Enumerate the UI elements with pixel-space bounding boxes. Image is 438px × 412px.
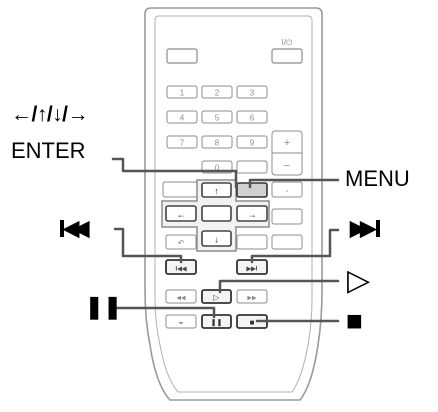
number-label: 0 [215, 164, 220, 173]
number-key-2[interactable] [201, 85, 233, 99]
rewind-icon: ◀◀ [176, 296, 186, 302]
right-arrow-button[interactable] [236, 205, 268, 222]
arrow-keys-label: ←/↑/↓/→ [11, 103, 89, 126]
number-key-1[interactable] [166, 85, 198, 99]
pause-icon: ❚❚ [211, 319, 223, 327]
play-button[interactable] [201, 289, 232, 304]
transport-keys: I◀◀ ▶▶I ◀◀ ▷ ▶▶ ▪▸ ❚❚ ■ [165, 259, 268, 329]
return-icon: ↶ [178, 239, 185, 248]
navigation-cluster: ▫ ↑ ← → ↓ ↶ [161, 179, 303, 252]
number-label: 5 [215, 114, 220, 123]
rewind-button[interactable] [165, 289, 197, 304]
next-arrows: ▶▶ [350, 217, 376, 240]
up-icon: ↑ [214, 186, 219, 196]
power-button[interactable] [271, 48, 303, 64]
pause-label: ❚❚ [85, 294, 122, 319]
menu-leader-line [248, 178, 340, 189]
pause-leader-line [108, 306, 216, 319]
previous-leader-line [113, 227, 183, 264]
number-keypad: 1 2 3 4 5 6 7 8 9 0 + − [166, 85, 303, 176]
number-key-9[interactable] [236, 135, 268, 149]
previous-arrows: ◀◀ [63, 217, 89, 240]
menu-button[interactable] [236, 182, 268, 198]
fast-forward-button[interactable] [236, 289, 268, 304]
clear-button[interactable] [236, 160, 268, 174]
left-icon: ← [177, 210, 186, 220]
number-label: 9 [250, 139, 255, 148]
fast-forward-icon: ▶▶ [247, 296, 257, 302]
stop-icon: ■ [250, 318, 255, 327]
top-menu-button[interactable] [162, 181, 198, 198]
leader-lines [108, 157, 340, 323]
next-bar-icon [376, 220, 381, 237]
volume-plus-label: + [284, 137, 290, 149]
step-button[interactable] [165, 314, 197, 329]
left-arrow-button[interactable] [165, 205, 197, 222]
number-label: 3 [250, 89, 255, 98]
number-label: 6 [250, 114, 255, 123]
enter-label: ENTER [11, 138, 86, 163]
number-label: 4 [180, 114, 185, 123]
number-key-8[interactable] [201, 135, 233, 149]
next-leader-line [250, 228, 340, 264]
number-key-3[interactable] [236, 85, 268, 99]
play-icon: ▷ [213, 293, 220, 302]
volume-minus-label: − [284, 160, 290, 172]
number-label: 2 [215, 89, 220, 98]
display-mode-button[interactable] [271, 208, 303, 225]
svg-text:▫: ▫ [286, 188, 288, 195]
option-button[interactable] [271, 181, 303, 198]
number-key-7[interactable] [166, 135, 198, 149]
return-button[interactable] [165, 234, 197, 250]
number-label: 7 [180, 139, 185, 148]
enter-button[interactable] [201, 205, 232, 222]
power-key-label: I/⏻ [282, 38, 293, 47]
stop-label: ■ [346, 305, 363, 336]
step-icon: ▪▸ [178, 321, 183, 327]
down-arrow-button[interactable] [201, 230, 232, 247]
previous-icon: I◀◀ [176, 266, 187, 273]
number-key-6[interactable] [236, 110, 268, 124]
previous-label: ◀◀ [60, 217, 89, 240]
previous-bar-icon [60, 220, 64, 237]
enter-leader-line [111, 157, 238, 189]
up-arrow-button[interactable] [201, 182, 232, 198]
number-label: 1 [180, 89, 185, 98]
menu-label: MENU [345, 166, 410, 191]
number-label: 8 [215, 139, 220, 148]
number-key-4[interactable] [166, 110, 198, 124]
down-icon: ↓ [214, 235, 219, 245]
next-icon: ▶▶I [246, 266, 258, 273]
angle-button[interactable] [236, 234, 268, 250]
right-icon: → [248, 210, 257, 220]
number-key-5[interactable] [201, 110, 233, 124]
subtitle-button[interactable] [271, 234, 303, 250]
play-leader-line [218, 279, 340, 294]
next-label: ▶▶ [350, 217, 381, 240]
display-button[interactable] [166, 48, 198, 64]
pause-button[interactable] [201, 314, 232, 329]
play-label: ▷ [347, 264, 371, 297]
